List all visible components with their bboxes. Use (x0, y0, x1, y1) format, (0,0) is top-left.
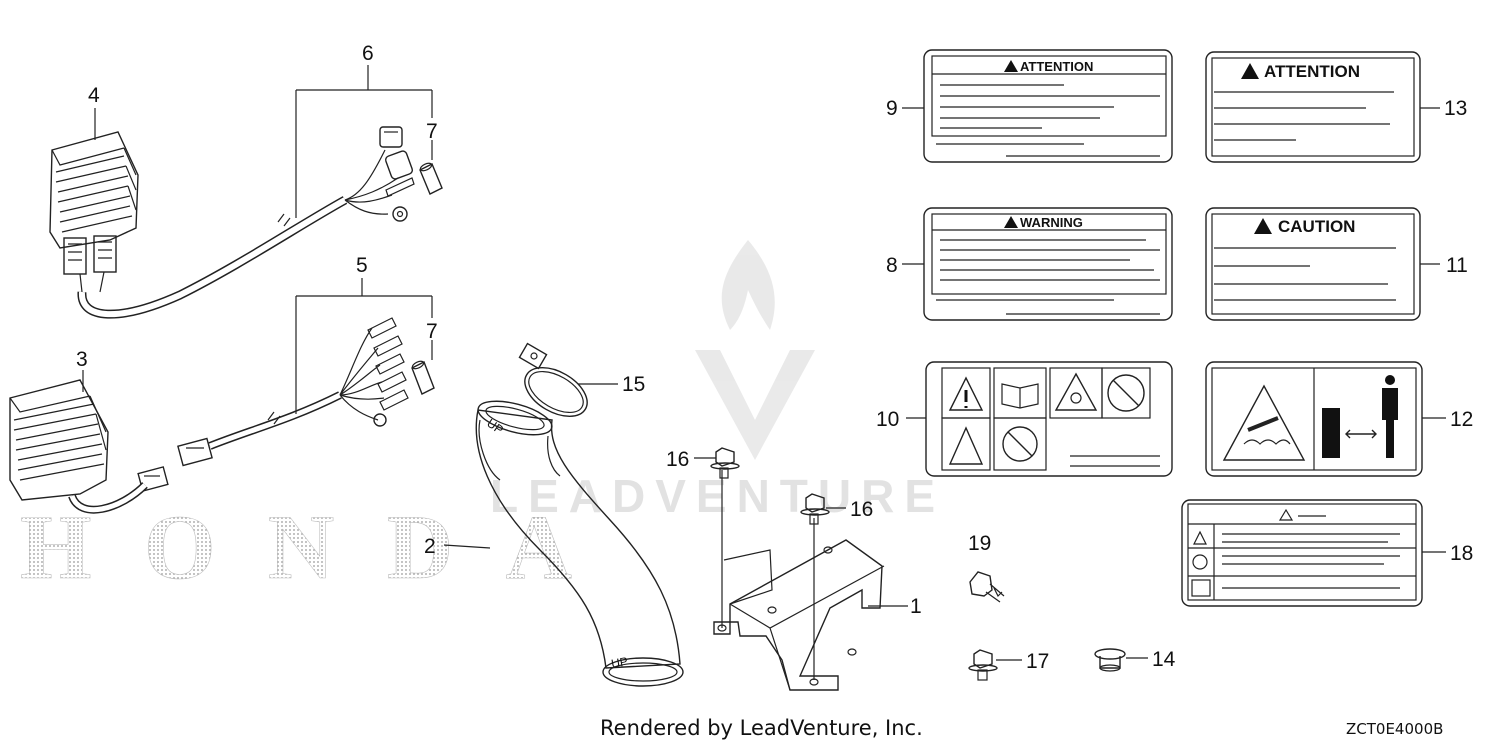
part-9-attention-label[interactable]: ATTENTION (923, 49, 1173, 163)
part-6-wire-harness[interactable] (77, 126, 415, 319)
warning-triangle-icon (1004, 60, 1018, 72)
hose-up-text-upper: UP (484, 416, 506, 437)
callout-18: 18 (1450, 542, 1473, 565)
part-11-caution-label[interactable]: CAUTION (1205, 207, 1421, 321)
part-7-sleeve-bottom[interactable] (411, 360, 435, 395)
explosion-hazard-icon (1054, 372, 1098, 411)
part-8-warning-label[interactable]: WARNING (923, 207, 1173, 321)
callout-17: 17 (1026, 650, 1049, 673)
diagram-code: ZCT0E4000B (1346, 720, 1444, 738)
part-18-label[interactable] (1181, 499, 1423, 607)
leader-2 (443, 544, 491, 549)
callout-16-left: 16 (666, 448, 689, 471)
fire-icon (1193, 530, 1207, 545)
callout-12: 12 (1450, 408, 1473, 431)
part-12-hot-surface-label[interactable] (1205, 361, 1423, 477)
part-16-bolt-left[interactable] (710, 447, 740, 479)
part-19-bolt[interactable] (969, 571, 1005, 603)
warning-triangle-icon (1004, 216, 1018, 228)
part-14-nut[interactable] (1094, 648, 1126, 672)
part-16-bolt-right[interactable] (800, 493, 830, 525)
no-enclosed-space-icon (1107, 374, 1145, 412)
bracket-6 (295, 65, 433, 218)
part-1-bracket[interactable] (713, 470, 885, 691)
callout-2: 2 (424, 535, 436, 558)
callout-19: 19 (968, 532, 991, 555)
callout-4: 4 (88, 84, 100, 107)
no-refuel-icon (1002, 426, 1038, 462)
callout-15: 15 (622, 373, 645, 396)
callout-8: 8 (886, 254, 898, 277)
part-15-hose-clamp[interactable] (517, 342, 596, 427)
warning-triangle-icon (1241, 63, 1259, 79)
callout-5: 5 (356, 254, 368, 277)
callout-7-bottom: 7 (426, 320, 438, 343)
callout-13: 13 (1444, 97, 1467, 120)
hazard-icon (948, 376, 984, 411)
callout-11: 11 (1446, 254, 1468, 277)
callout-16-right: 16 (850, 498, 873, 521)
part-17-flange-bolt[interactable] (968, 649, 998, 681)
part-4-regulator[interactable] (49, 131, 139, 293)
hose-up-text-lower: UP (610, 654, 629, 671)
svg-text:WARNING: WARNING (1020, 215, 1083, 230)
manual-book-icon (1191, 579, 1211, 597)
distance-arrow-icon (1345, 429, 1377, 439)
part-10-pictogram-label[interactable] (925, 361, 1173, 477)
svg-text:ATTENTION: ATTENTION (1264, 62, 1360, 81)
callout-10: 10 (876, 408, 899, 431)
svg-text:ATTENTION: ATTENTION (1020, 59, 1093, 74)
fan-icon (1192, 554, 1208, 570)
engine-block-icon (1322, 408, 1340, 458)
part-13-attention-label[interactable]: ATTENTION (1205, 51, 1421, 163)
callout-3: 3 (76, 348, 88, 371)
credit-text: Rendered by LeadVenture, Inc. (600, 716, 923, 740)
callout-9: 9 (886, 97, 898, 120)
leadventure-watermark: LEADVENTURE (490, 470, 945, 522)
bracket-5 (295, 278, 433, 414)
fire-hazard-icon (948, 426, 984, 465)
part-5-wire-harness[interactable] (68, 317, 409, 514)
person-icon (1385, 375, 1395, 385)
svg-text:CAUTION: CAUTION (1278, 217, 1355, 236)
callout-1: 1 (910, 595, 922, 618)
leadventure-logo-mark (695, 240, 815, 460)
part-2-intake-hose[interactable]: UP UP (475, 395, 684, 687)
part-7-sleeve-top[interactable] (419, 162, 443, 195)
manual-book-icon (1001, 383, 1039, 409)
callout-6: 6 (362, 42, 374, 65)
warning-triangle-icon (1278, 508, 1294, 521)
hot-surface-triangle-icon (1222, 384, 1306, 461)
warning-triangle-icon (1254, 218, 1272, 234)
part-3-regulator[interactable] (9, 379, 169, 501)
callout-7-top: 7 (426, 120, 438, 143)
callout-14: 14 (1152, 648, 1176, 671)
